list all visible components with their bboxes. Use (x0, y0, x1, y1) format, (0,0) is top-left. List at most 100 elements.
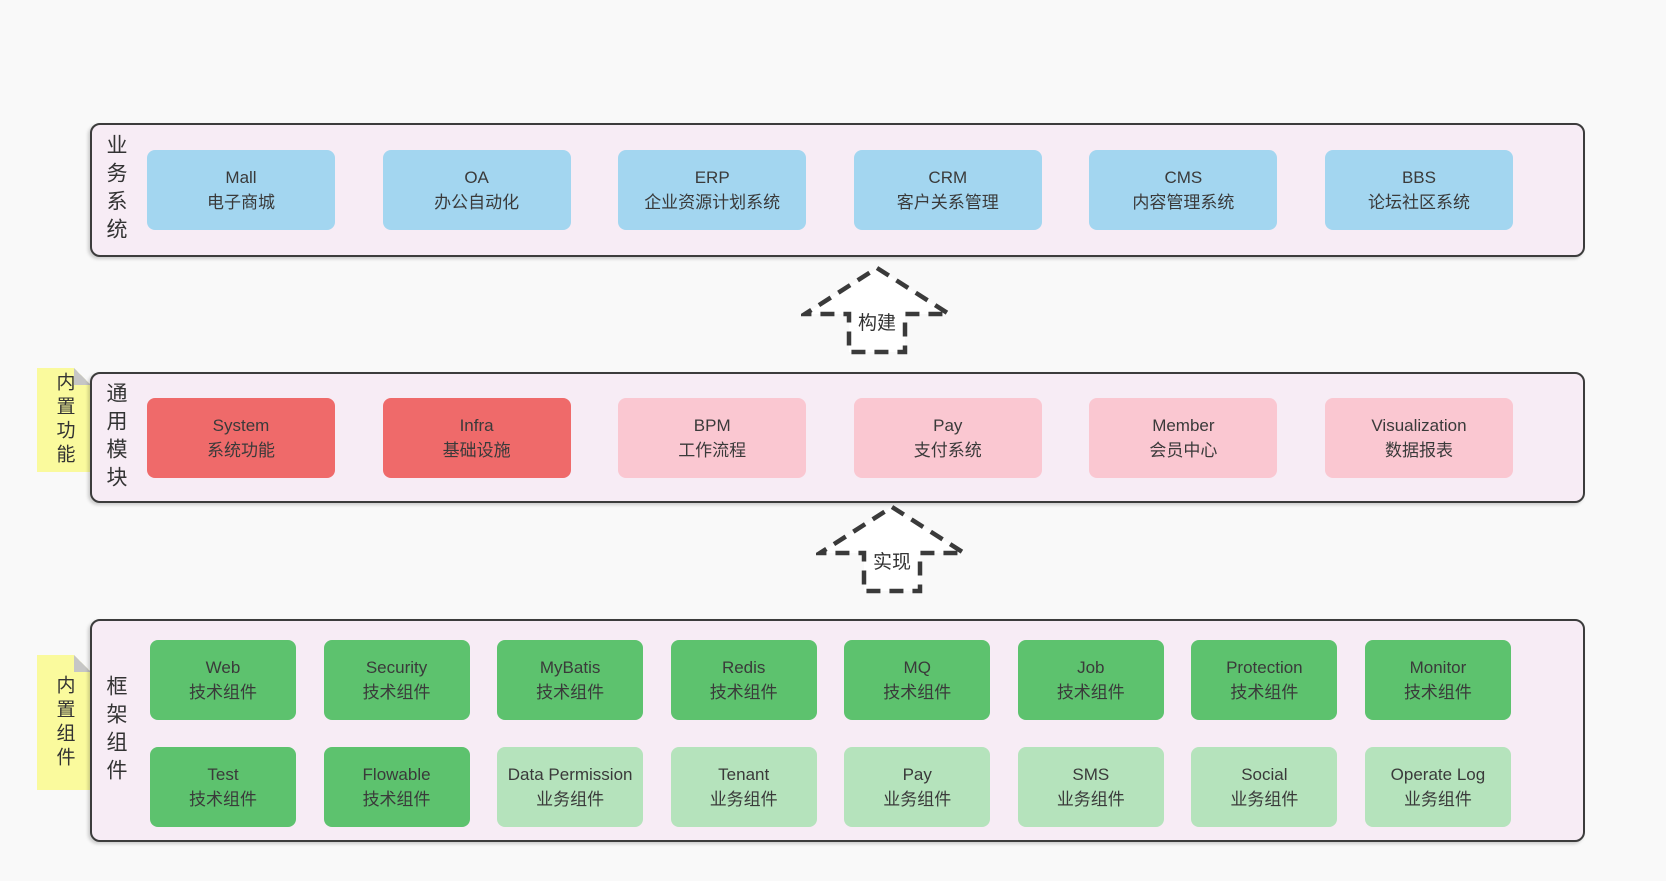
box-en-label: MyBatis (539, 658, 601, 677)
box-zh-label: 业务组件 (536, 790, 605, 809)
box-operate-log: Operate Log 业务组件 (1364, 747, 1511, 827)
box-mall: Mall 电子商城 (147, 150, 335, 230)
box-en-label: Security (365, 658, 428, 677)
box-bbs: BBS 论坛社区系统 (1324, 150, 1513, 230)
box-zh-label: 企业资源计划系统 (644, 193, 781, 212)
box-en-label: SMS (1072, 765, 1110, 784)
box-zh-label: 电子商城 (207, 193, 275, 212)
box-infra: Infra 基础设施 (382, 397, 571, 478)
box-zh-label: 业务组件 (709, 790, 778, 809)
box-en-label: Test (207, 765, 239, 784)
box-flowable: Flowable 技术组件 (323, 747, 470, 827)
sticky-note-label: 内置组件 (53, 674, 75, 771)
box-en-label: Tenant (718, 765, 770, 784)
section-side-label: 业务系统 (104, 134, 127, 246)
box-en-label: Member (1152, 415, 1215, 435)
box-en-label: Protection (1226, 658, 1303, 677)
box-zh-label: 支付系统 (913, 440, 982, 460)
box-web: Web 技术组件 (150, 640, 296, 720)
box-en-label: BBS (1401, 168, 1436, 187)
box-zh-label: 客户关系管理 (896, 193, 999, 212)
box-en-label: Monitor (1409, 658, 1467, 677)
box-en-label: Mall (225, 168, 257, 187)
box-job: Job 技术组件 (1017, 640, 1164, 720)
box-zh-label: 技术组件 (536, 683, 605, 702)
box-en-label: Job (1077, 658, 1105, 677)
box-data-permission: Data Permission 业务组件 (497, 747, 644, 827)
box-en-label: Pay (902, 765, 932, 784)
box-zh-label: 技术组件 (362, 683, 431, 702)
box-zh-label: 业务组件 (1056, 790, 1125, 809)
box-tenant: Tenant 业务组件 (670, 747, 817, 827)
box-test: Test 技术组件 (150, 747, 296, 827)
box-mq: MQ 技术组件 (844, 640, 991, 720)
arrow-build: 构建 (801, 263, 953, 356)
sticky-note-built-in-components: 内置组件 (37, 655, 91, 790)
box-en-label: CMS (1164, 168, 1203, 187)
box-en-label: Data Permission (507, 765, 633, 784)
arrow-label: 实现 (868, 546, 916, 575)
box-zh-label: 技术组件 (189, 683, 257, 702)
box-zh-label: 业务组件 (1403, 790, 1472, 809)
box-zh-label: 数据报表 (1384, 440, 1453, 460)
box-zh-label: 技术组件 (1403, 683, 1472, 702)
box-en-label: Infra (459, 415, 494, 435)
box-sms: SMS 业务组件 (1017, 747, 1164, 827)
box-zh-label: 业务组件 (1230, 790, 1299, 809)
box-mybatis: MyBatis 技术组件 (497, 640, 644, 720)
section-common-modules: 通用模块 System 系统功能 Infra 基础设施 BPM 工作流程 Pay 支付系统 Me… (90, 372, 1585, 503)
box-zh-label: 业务组件 (883, 790, 952, 809)
box-zh-label: 技术组件 (709, 683, 778, 702)
section-side-label: 通用模块 (104, 381, 127, 494)
box-zh-label: 技术组件 (1056, 683, 1125, 702)
box-system: System 系统功能 (147, 397, 335, 478)
box-security: Security 技术组件 (323, 640, 470, 720)
box-en-label: Web (205, 658, 241, 677)
box-visualization: Visualization 数据报表 (1324, 397, 1513, 478)
box-redis: Redis 技术组件 (670, 640, 817, 720)
box-zh-label: 工作流程 (678, 440, 747, 460)
arrow-label: 构建 (853, 307, 901, 336)
box-social: Social 业务组件 (1191, 747, 1338, 827)
box-zh-label: 技术组件 (362, 790, 431, 809)
box-en-label: Social (1241, 765, 1288, 784)
box-zh-label: 会员中心 (1149, 440, 1218, 460)
sticky-note-label: 内置功能 (53, 372, 75, 468)
box-zh-label: 内容管理系统 (1132, 193, 1235, 212)
box-zh-label: 技术组件 (883, 683, 952, 702)
box-member: Member 会员中心 (1089, 397, 1278, 478)
box-en-label: Pay (933, 415, 963, 435)
box-en-label: OA (464, 168, 489, 187)
sticky-note-built-in-features: 内置功能 (37, 368, 91, 472)
box-en-label: Operate Log (1390, 765, 1486, 784)
box-protection: Protection 技术组件 (1191, 640, 1338, 720)
box-row: System 系统功能 Infra 基础设施 BPM 工作流程 Pay 支付系统 Member 会… (147, 397, 1513, 478)
box-monitor: Monitor 技术组件 (1364, 640, 1511, 720)
box-bpm: BPM 工作流程 (618, 397, 807, 478)
box-zh-label: 基础设施 (442, 440, 511, 460)
box-zh-label: 办公自动化 (434, 193, 520, 212)
box-en-label: System (212, 415, 270, 435)
arrow-implement: 实现 (816, 502, 968, 595)
box-en-label: Redis (721, 658, 766, 677)
box-zh-label: 系统功能 (207, 440, 275, 460)
box-zh-label: 技术组件 (189, 790, 257, 809)
box-oa: OA 办公自动化 (382, 150, 571, 230)
box-en-label: Flowable (362, 765, 431, 784)
box-pay: Pay 业务组件 (844, 747, 991, 827)
box-zh-label: 论坛社区系统 (1367, 193, 1470, 212)
section-side-label: 框架组件 (104, 674, 127, 787)
box-pay: Pay 支付系统 (853, 397, 1042, 478)
box-en-label: Visualization (1371, 415, 1467, 435)
box-en-label: MQ (903, 658, 931, 677)
box-en-label: BPM (693, 415, 731, 435)
box-en-label: ERP (694, 168, 730, 187)
box-zh-label: 技术组件 (1230, 683, 1299, 702)
